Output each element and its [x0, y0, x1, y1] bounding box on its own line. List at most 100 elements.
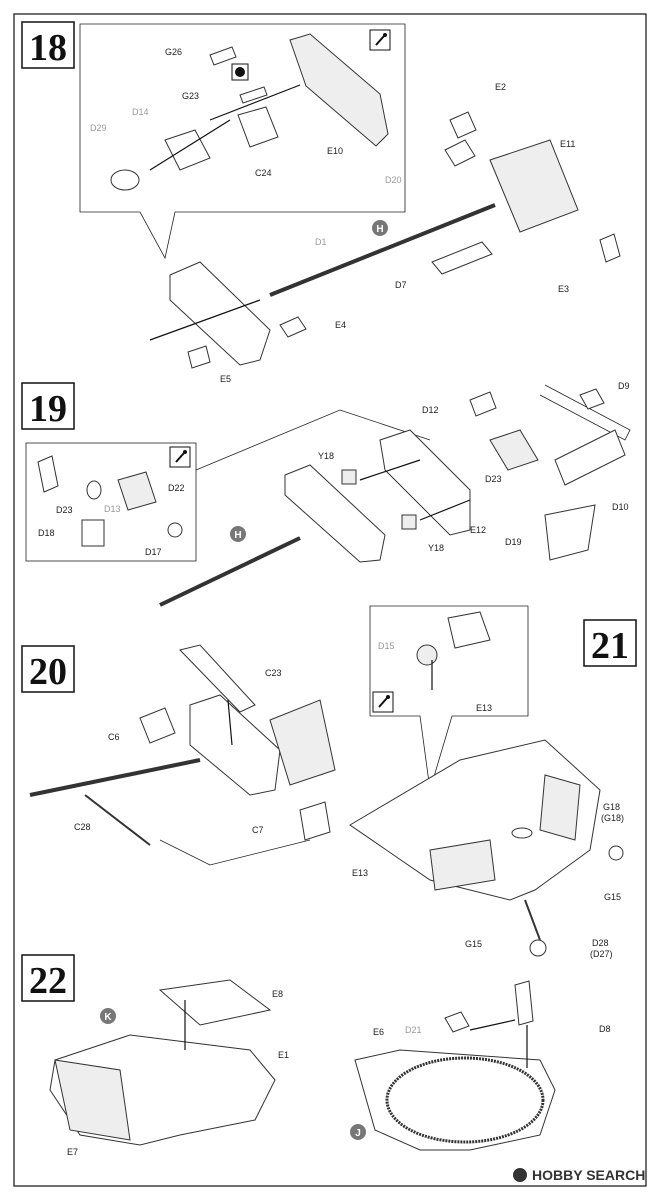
part-gun-mount: [169, 261, 271, 366]
turret-ring: [385, 1056, 545, 1144]
glue-icon: [372, 691, 394, 713]
label-y18-a: Y18: [318, 451, 334, 461]
assembly-arrow: [419, 499, 471, 521]
label-d13: D13: [104, 504, 121, 514]
marker-h-text: H: [376, 224, 383, 235]
part-d12: [469, 391, 497, 417]
part-d10: [554, 429, 626, 486]
part-d23: [489, 429, 539, 471]
hull-port: [511, 827, 533, 839]
part-d18: [81, 519, 105, 547]
part-d7: [431, 241, 493, 275]
label-g23: G23: [182, 91, 199, 101]
label-e13: E13: [352, 868, 368, 878]
label-e12: E12: [470, 525, 486, 535]
step-22: 22 K E8 E1 E7 J D21 D8 E6: [21, 954, 611, 1157]
label-c6: C6: [108, 732, 120, 742]
label-c23: C23: [265, 668, 282, 678]
step-19-detail-frame: [25, 442, 197, 562]
part-g26: [209, 46, 237, 66]
marker-j-text: J: [355, 1128, 361, 1139]
label-d17: D17: [145, 547, 162, 557]
label-g26: G26: [165, 47, 182, 57]
part-e7: [54, 1059, 131, 1141]
label-d1: D1: [315, 237, 327, 247]
label-e8: E8: [272, 989, 283, 999]
label-e6: E6: [373, 1027, 384, 1037]
part-d21: [444, 1011, 470, 1033]
label-e5: E5: [220, 374, 231, 384]
part-hatch-detail: [447, 611, 491, 649]
part-d9: [579, 388, 605, 410]
part-g15-b: [529, 939, 547, 957]
label-y18-b: Y18: [428, 543, 444, 553]
part-c23: [179, 644, 256, 713]
gun-barrel: [159, 536, 301, 607]
rotate-icon: [231, 63, 249, 81]
part-d14: [164, 129, 211, 171]
part-y18-b: [401, 514, 417, 530]
step-21-box: [583, 619, 637, 667]
label-e4: E4: [335, 320, 346, 330]
part-box-assembly: [269, 699, 336, 786]
step-19: 19 D23 D13 D22 D18 D17 H D1: [21, 381, 631, 607]
marker-k: [100, 1008, 116, 1024]
part-d28: [524, 899, 541, 941]
label-d20: D20: [385, 175, 402, 185]
part-d23-detail: [37, 455, 59, 493]
part-gun-mount: [284, 464, 386, 563]
label-e3: E3: [558, 284, 569, 294]
label-d14: D14: [132, 107, 149, 117]
part-d13: [86, 480, 102, 500]
step-21-detail-frame: [369, 605, 529, 791]
part-d29: [110, 169, 140, 191]
label-d15: D15: [378, 641, 395, 651]
step-18: 18 G26 G23 D14 D29 C24 E10: [21, 21, 621, 384]
part-y18-a: [341, 469, 357, 485]
watermark-text: HOBBY SEARCH: [532, 1167, 645, 1183]
step-20-number: 20: [29, 651, 67, 693]
page-border: [13, 13, 647, 1187]
part-d19: [544, 504, 596, 561]
label-d21: D21: [405, 1025, 422, 1035]
step-21-number: 21: [591, 625, 629, 667]
marker-h: [230, 526, 246, 542]
part-gun-mount: [189, 694, 281, 796]
label-g18: G18: [603, 802, 620, 812]
assembly-arrow: [359, 459, 421, 481]
label-e10: E10: [327, 146, 343, 156]
part-d22: [117, 471, 157, 511]
guide-line: [159, 839, 311, 866]
part-d20: [444, 139, 476, 167]
label-d10: D10: [612, 502, 629, 512]
label-d12: D12: [422, 405, 439, 415]
assembly-arrow: [149, 119, 231, 171]
assembly-arrow: [227, 699, 233, 746]
label-d19: D19: [505, 537, 522, 547]
label-d23: D23: [485, 474, 502, 484]
marker-h-text: H: [234, 530, 241, 541]
label-d23-detail: D23: [56, 505, 73, 515]
label-d7: D7: [395, 280, 407, 290]
label-e2: E2: [495, 82, 506, 92]
step-18-number: 18: [29, 27, 67, 69]
label-e1: E1: [278, 1050, 289, 1060]
label-c7: C7: [252, 825, 264, 835]
gun-barrel: [29, 758, 201, 797]
step-19-number: 19: [29, 388, 67, 430]
part-e5: [187, 345, 211, 369]
detail-callout-line: [195, 409, 431, 471]
step-21: 21 D15 E13 G18 (G18) E13 G15 G15 D28 (D2…: [349, 605, 637, 959]
part-e4: [279, 316, 307, 338]
part-c7: [299, 801, 331, 841]
part-g15-a: [608, 845, 624, 861]
part-d15: [416, 644, 438, 666]
watermark-logo-icon: [513, 1168, 527, 1182]
assembly-arrow: [469, 1019, 516, 1031]
label-c24: C24: [255, 168, 272, 178]
part-d1-barrel: [269, 203, 496, 297]
assembly-arrow: [149, 299, 261, 341]
label-g15-a: G15: [604, 892, 621, 902]
watermark: HOBBY SEARCH: [513, 1167, 645, 1183]
